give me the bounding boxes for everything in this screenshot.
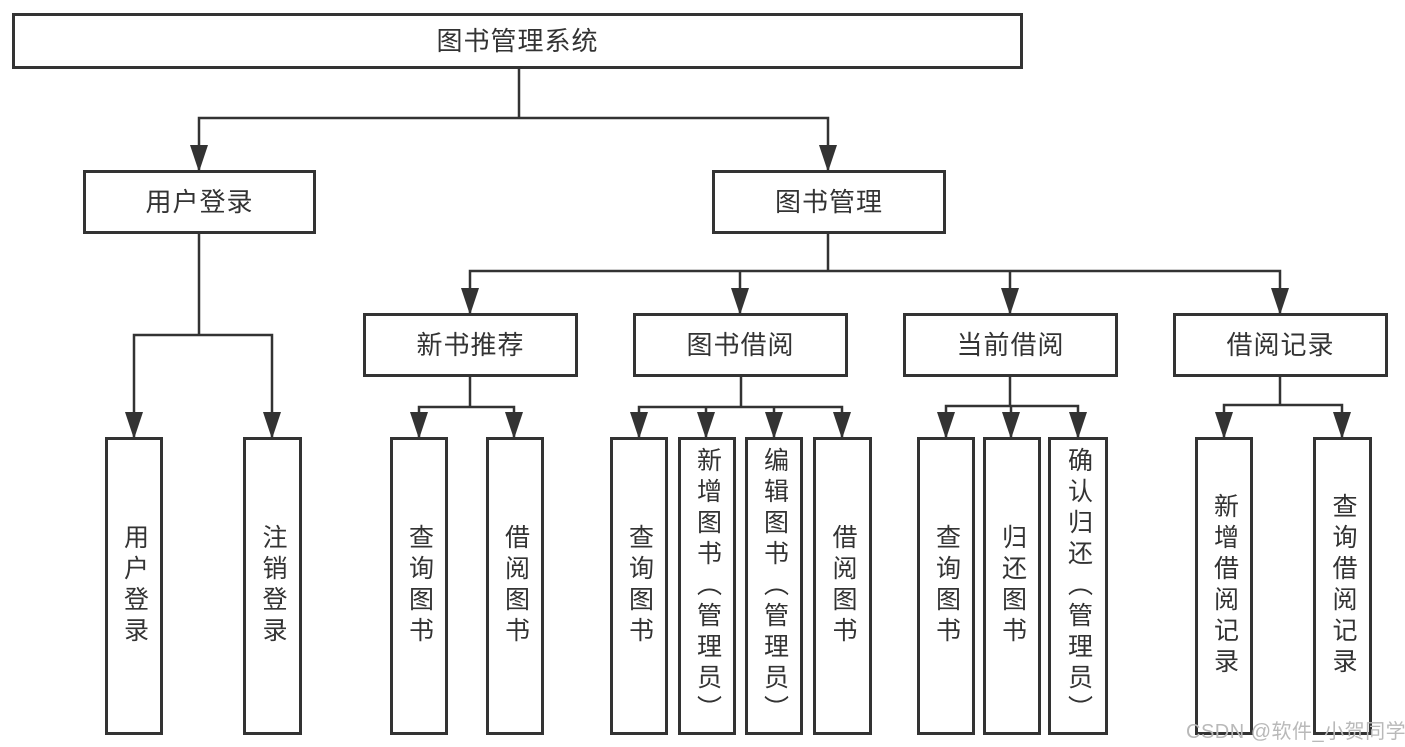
arrowhead-icon (461, 288, 479, 315)
connector-user-rail (132, 333, 274, 439)
node-borrow-records: 借阅记录 (1173, 313, 1388, 377)
arrowhead-icon (410, 412, 428, 439)
arrowhead-icon (505, 412, 523, 439)
arrowhead-icon (1271, 288, 1289, 315)
node-current-borrow: 当前借阅 (903, 313, 1118, 377)
arrowhead-icon (833, 412, 851, 439)
leaf-user-login: 用户登录 (105, 437, 163, 735)
leaf-query-books-current: 查询图书 (917, 437, 975, 735)
leaf-logout-login: 注销登录 (243, 437, 302, 735)
arrowhead-icon (819, 145, 837, 172)
arrowhead-icon (125, 412, 143, 439)
arrowhead-icon (1001, 288, 1019, 315)
node-book-borrow: 图书借阅 (633, 313, 848, 377)
node-user-login: 用户登录 (83, 170, 316, 234)
node-root: 图书管理系统 (12, 13, 1023, 69)
arrowhead-icon (1069, 412, 1087, 439)
arrowheads (125, 145, 1351, 439)
leaf-query-books-borrow: 查询图书 (610, 437, 668, 735)
node-book-management: 图书管理 (712, 170, 946, 234)
arrowhead-icon (190, 145, 208, 172)
arrowhead-icon (1002, 412, 1020, 439)
connector-borrow-rail (637, 405, 844, 439)
connector-newbook-rail (417, 405, 516, 439)
leaf-query-books-newrec: 查询图书 (390, 437, 448, 735)
leaf-edit-books-admin: 编辑图书（管理员） (745, 437, 803, 735)
csdn-watermark: CSDN @软件_小贺同学 (1186, 721, 1405, 743)
arrowhead-icon (731, 288, 749, 315)
node-new-book-recommend: 新书推荐 (363, 313, 578, 377)
arrowhead-icon (1333, 412, 1351, 439)
leaf-confirm-return-admin: 确认归还（管理员） (1048, 437, 1108, 735)
leaf-add-books-admin: 新增图书（管理员） (678, 437, 736, 735)
leaf-return-books: 归还图书 (983, 437, 1041, 735)
arrowhead-icon (765, 412, 783, 439)
arrowhead-icon (1215, 412, 1233, 439)
leaf-add-borrow-record: 新增借阅记录 (1195, 437, 1253, 735)
connector-record-rail (1222, 403, 1344, 439)
connector-level2-rail (197, 116, 830, 172)
arrowhead-icon (697, 412, 715, 439)
leaf-query-borrow-record: 查询借阅记录 (1313, 437, 1372, 735)
leaf-borrow-books-borrow: 借阅图书 (813, 437, 872, 735)
arrowhead-icon (630, 412, 648, 439)
arrowhead-icon (937, 412, 955, 439)
leaf-borrow-books-newrec: 借阅图书 (486, 437, 544, 735)
connector-mgmt-rail (468, 269, 1282, 315)
arrowhead-icon (263, 412, 281, 439)
